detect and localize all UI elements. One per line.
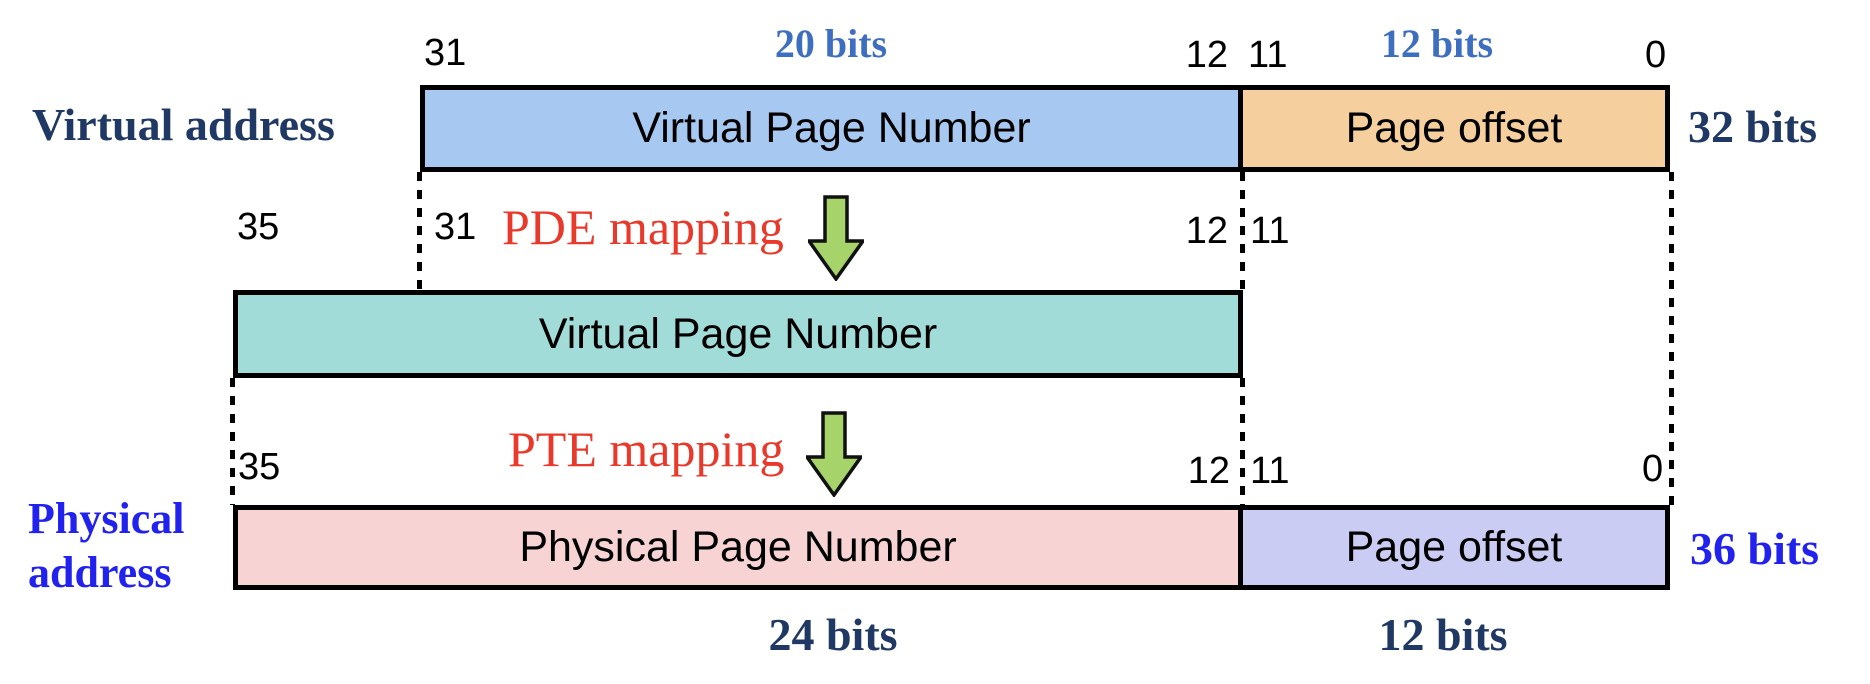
physical-width-label: 36 bits [1690, 523, 1820, 574]
vpn-bits-label: 20 bits [774, 21, 888, 66]
virtual-address-bar: Virtual Page Number Page offset [420, 85, 1670, 172]
guide-line-bit12-upper [1240, 172, 1245, 290]
expanded-vpn-box: Virtual Page Number [238, 295, 1238, 373]
physical-bit-0: 0 [1642, 448, 1664, 490]
physical-address-line1: Physical [28, 494, 185, 543]
virtual-bit-31: 31 [424, 32, 467, 74]
virtual-width-label: 32 bits [1688, 101, 1818, 152]
pte-arrow-icon [806, 411, 862, 497]
guide-line-bit12-lower [1240, 378, 1245, 505]
page-offset-box-top: Page offset [1243, 90, 1665, 167]
pde-mapping-label: PDE mapping [502, 199, 784, 255]
physical-address-label: Physical address [28, 492, 184, 599]
virtual-address-label: Virtual address [32, 99, 335, 150]
physical-bit-35: 35 [238, 446, 281, 488]
middle-bit-31: 31 [434, 206, 477, 248]
expanded-vpn-bar: Virtual Page Number [233, 290, 1243, 378]
ppn-bits-label: 24 bits [768, 609, 898, 660]
middle-bit-35: 35 [237, 206, 280, 248]
middle-bit-11: 11 [1250, 210, 1290, 252]
guide-line-bit35 [230, 378, 235, 505]
physical-page-number-box: Physical Page Number [238, 510, 1243, 585]
page-offset-text-bottom: Page offset [1345, 523, 1563, 571]
offset-bits-label-bottom: 12 bits [1378, 609, 1508, 660]
page-offset-box-bottom: Page offset [1243, 510, 1665, 585]
expanded-vpn-text: Virtual Page Number [538, 309, 938, 358]
page-offset-text-top: Page offset [1345, 104, 1563, 152]
pte-mapping-label: PTE mapping [508, 421, 785, 477]
virtual-bit-12: 12 [1185, 34, 1228, 76]
virtual-page-number-text: Virtual Page Number [632, 104, 1031, 152]
physical-address-line2: address [28, 547, 172, 597]
physical-address-bar: Physical Page Number Page offset [233, 505, 1670, 590]
offset-bits-label-top: 12 bits [1380, 21, 1494, 66]
physical-page-number-text: Physical Page Number [519, 523, 957, 571]
virtual-bit-0: 0 [1645, 34, 1667, 76]
physical-bit-12: 12 [1187, 450, 1230, 492]
virtual-page-number-box: Virtual Page Number [425, 90, 1243, 167]
physical-bit-11: 11 [1250, 450, 1290, 492]
virtual-bit-11: 11 [1248, 34, 1288, 76]
middle-bit-12: 12 [1185, 210, 1228, 252]
pde-arrow-icon [808, 195, 864, 281]
guide-line-bit0 [1669, 172, 1674, 505]
guide-line-bit31 [417, 172, 422, 290]
